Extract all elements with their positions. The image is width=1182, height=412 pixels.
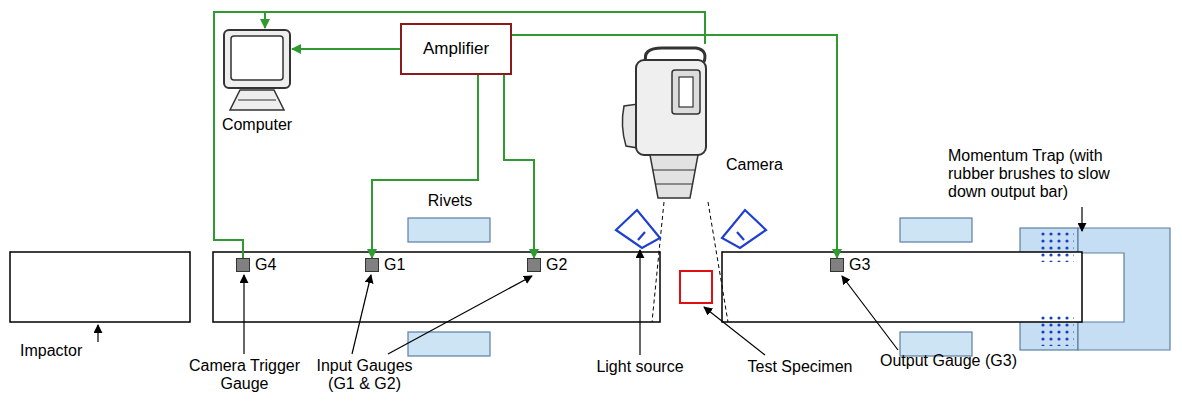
view-line [708,202,728,322]
input-bar [213,252,660,322]
camera-icon: Camera [618,44,718,200]
rivet [408,332,490,356]
rivet [408,218,490,242]
signal-wire [372,75,478,258]
trap-housing [1078,228,1170,350]
box-title: Amplifier [423,40,489,58]
lamp-detail [737,232,744,240]
strain-gauge: G2 [527,258,541,272]
leader-line [639,250,640,355]
brush-dots [1040,232,1074,262]
device-label: G4 [255,256,276,274]
impactor-bar [10,252,190,322]
camera-body [636,60,706,155]
device-label: G2 [546,256,567,274]
computer-drawing [222,28,292,116]
camera-screen [679,77,693,107]
part-label: Input Gauges (G1 & G2) [312,357,417,393]
device-label: Computer [222,116,292,134]
output-bar [722,252,1082,322]
part-label: Light source [585,358,695,376]
test-specimen [680,271,712,303]
strain-gauge: G3 [830,258,844,272]
base-line [238,100,276,101]
camera-drawing [618,44,718,200]
signal-wire [504,75,534,258]
light-sources [616,210,766,248]
leader-line [842,276,898,350]
screen [231,36,283,80]
part-label: Rivets [410,192,490,210]
strain-gauge: G4 [236,258,250,272]
leader-lines [98,207,1082,355]
light-source [722,210,766,248]
rivets [408,218,972,356]
device-label: G1 [384,256,405,274]
lamp-detail [638,232,645,240]
leader-line [1081,207,1082,231]
leader-line [388,276,532,354]
keyboard-base [230,90,284,110]
monitor [224,30,290,88]
signal-wire [512,35,837,258]
device-label: Camera [726,156,783,174]
leader-line [352,275,371,354]
leader-line [243,275,244,354]
signal-wire [292,48,400,50]
computer-icon: Computer [222,28,292,140]
note-label: Momentum Trap (with rubber brushes to sl… [948,147,1143,201]
rivet [900,218,972,242]
part-label: Test Specimen [740,358,860,376]
camera-panel [672,70,700,114]
view-cone [652,202,728,322]
camera-lens [650,155,698,198]
leader-line [704,307,765,355]
device-label: G3 [849,256,870,274]
part-label: Output Gauge (G3) [880,352,1040,370]
leader-line [97,325,98,342]
part-label: Camera Trigger Gauge [182,357,307,393]
amplifier-box: Amplifier [400,23,512,75]
signal-wire [214,12,705,258]
rubber-brushes [1040,232,1074,346]
brush-dots [1040,314,1074,346]
strain-gauge: G1 [365,258,379,272]
lens-ring [653,170,695,184]
light-source [616,210,660,248]
part-label: Impactor [20,342,110,360]
view-line [652,202,664,322]
